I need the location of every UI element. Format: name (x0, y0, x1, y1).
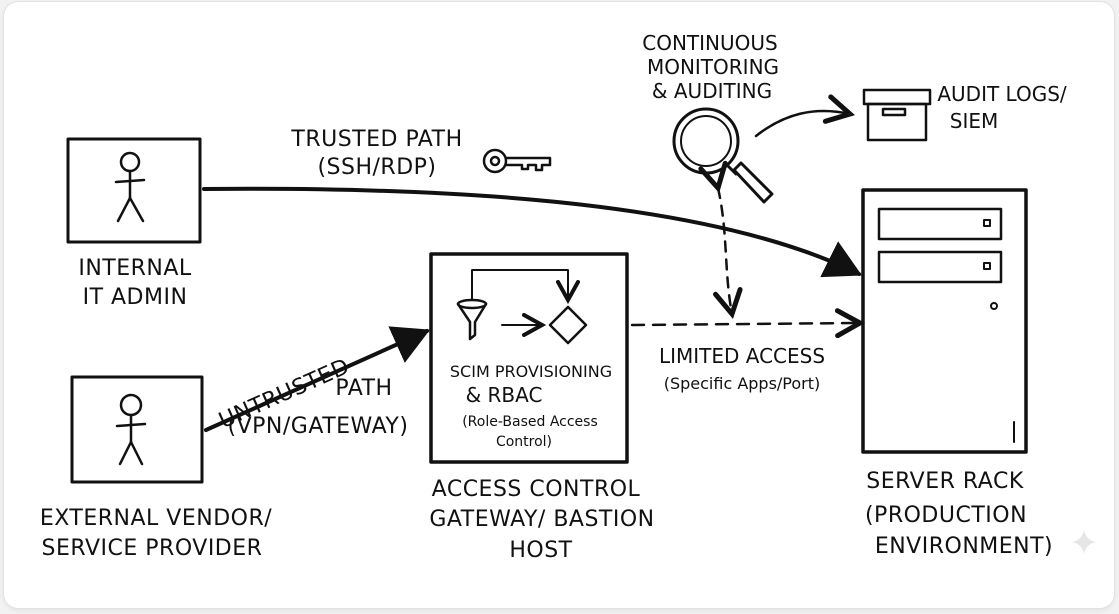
trusted-path-label-1: TRUSTED PATH (290, 127, 462, 152)
scim-label-1: SCIM PROVISIONING (450, 362, 612, 381)
external-vendor-node: EXTERNAL VENDOR/ SERVICE PROVIDER (40, 375, 272, 561)
scim-label-3: (Role-Based Access (462, 414, 598, 430)
server-label-1: SERVER RACK (866, 469, 1024, 494)
internal-admin-label-1: INTERNAL (78, 256, 192, 281)
limited-access-label-2: (Specific Apps/Port) (664, 374, 821, 393)
internal-admin-node: INTERNAL IT ADMIN (66, 137, 202, 310)
audit-label-2: SIEM (950, 109, 999, 133)
sparkle-icon (1072, 530, 1096, 554)
gateway-title-2: GATEWAY/ BASTION (429, 507, 654, 532)
archive-box-icon (862, 88, 932, 142)
diagram-canvas: INTERNAL IT ADMIN EXTERNAL VENDOR/ SERVI… (4, 2, 1114, 608)
monitoring-label-2: MONITORING (647, 55, 779, 79)
decision-diamond-icon (548, 305, 588, 345)
limited-access-arrow (630, 323, 860, 325)
internal-admin-label-2: IT ADMIN (83, 285, 188, 310)
trusted-path-arrow (202, 186, 862, 278)
gateway-node: SCIM PROVISIONING & RBAC (Role-Based Acc… (429, 252, 654, 563)
untrusted-path-arrow (204, 326, 431, 432)
key-icon (482, 148, 552, 174)
untrusted-path-label-2: PATH (335, 376, 392, 401)
monitoring-label-3: & AUDITING (652, 79, 772, 103)
untrusted-path-label-3: (VPN/GATEWAY) (228, 414, 409, 439)
monitoring-label-1: CONTINUOUS (642, 31, 777, 55)
server-label-3: ENVIRONMENT) (875, 534, 1053, 559)
external-vendor-label-1: EXTERNAL VENDOR/ (40, 506, 272, 531)
limited-access-label-1: LIMITED ACCESS (659, 344, 825, 368)
scim-label-4: Control) (496, 434, 552, 450)
server-unit-2 (877, 250, 1003, 284)
server-label-2: (PRODUCTION (865, 503, 1027, 528)
magnifier-icon (672, 107, 774, 204)
audit-arrow (754, 111, 850, 138)
funnel-icon (456, 298, 488, 341)
monitoring-link-arrow (718, 188, 732, 314)
server-unit-1 (877, 207, 1003, 241)
scim-label-2: & RBAC (466, 383, 543, 407)
external-vendor-label-2: SERVICE PROVIDER (42, 536, 263, 561)
server-rack-node (861, 188, 1028, 454)
diagram-svg: INTERNAL IT ADMIN EXTERNAL VENDOR/ SERVI… (40, 31, 1096, 563)
gateway-title-1: ACCESS CONTROL (432, 477, 641, 502)
person-icon (115, 393, 147, 466)
audit-label-1: AUDIT LOGS/ (937, 82, 1067, 106)
person-icon (114, 151, 146, 223)
trusted-path-label-2: (SSH/RDP) (317, 155, 436, 180)
gateway-title-3: HOST (509, 538, 572, 563)
